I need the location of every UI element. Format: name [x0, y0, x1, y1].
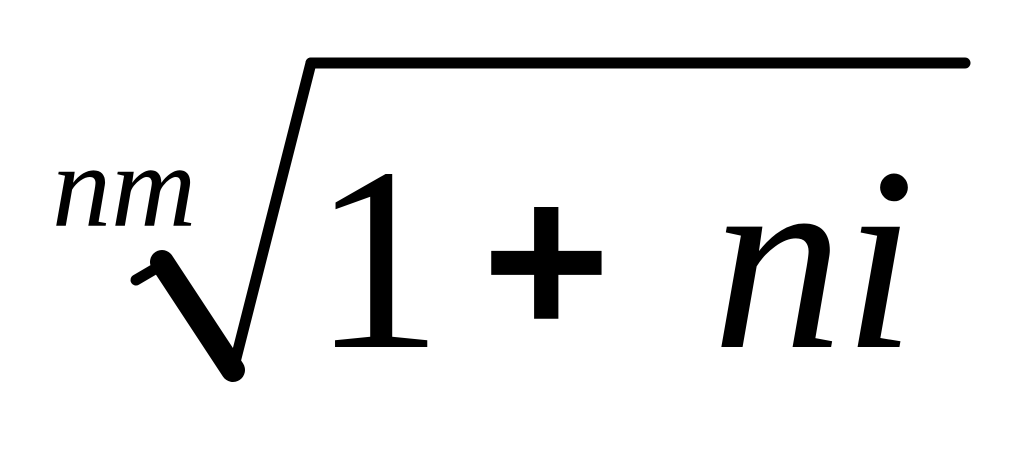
radicand-term: ni — [712, 114, 916, 404]
radicand-constant: 1 — [312, 114, 443, 404]
root-index: nm — [52, 121, 197, 252]
plus-operator: + — [482, 137, 611, 383]
